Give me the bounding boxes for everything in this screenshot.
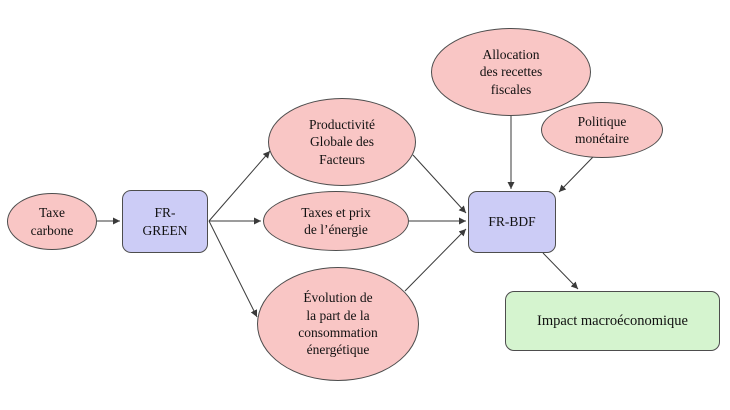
node-impact-macroeconomique: Impact macroéconomique	[505, 291, 720, 351]
edge-fr-green-to-productivite	[208, 150, 271, 222]
node-fr-bdf: FR-BDF	[468, 191, 556, 253]
node-taxe-carbone: Taxe carbone	[7, 193, 97, 250]
edge-productivite-to-fr-bdf	[412, 154, 467, 214]
node-fr-green: FR- GREEN	[122, 190, 208, 253]
edge-fr-bdf-to-impact	[542, 252, 579, 290]
edge-evolution-to-fr-bdf	[404, 228, 467, 292]
node-politique-monetaire: Politique monétaire	[541, 102, 663, 158]
edge-fr-green-to-evolution	[208, 220, 258, 318]
edge-politique-to-fr-bdf	[558, 156, 594, 193]
node-evolution-consommation-energetique: Évolution de la part de la consommation …	[257, 267, 419, 381]
node-allocation-recettes-fiscales: Allocation des recettes fiscales	[431, 28, 591, 116]
node-productivite-globale-des-facteurs: Productivité Globale des Facteurs	[268, 98, 416, 186]
node-taxes-et-prix-energie: Taxes et prix de l’énergie	[263, 191, 409, 251]
